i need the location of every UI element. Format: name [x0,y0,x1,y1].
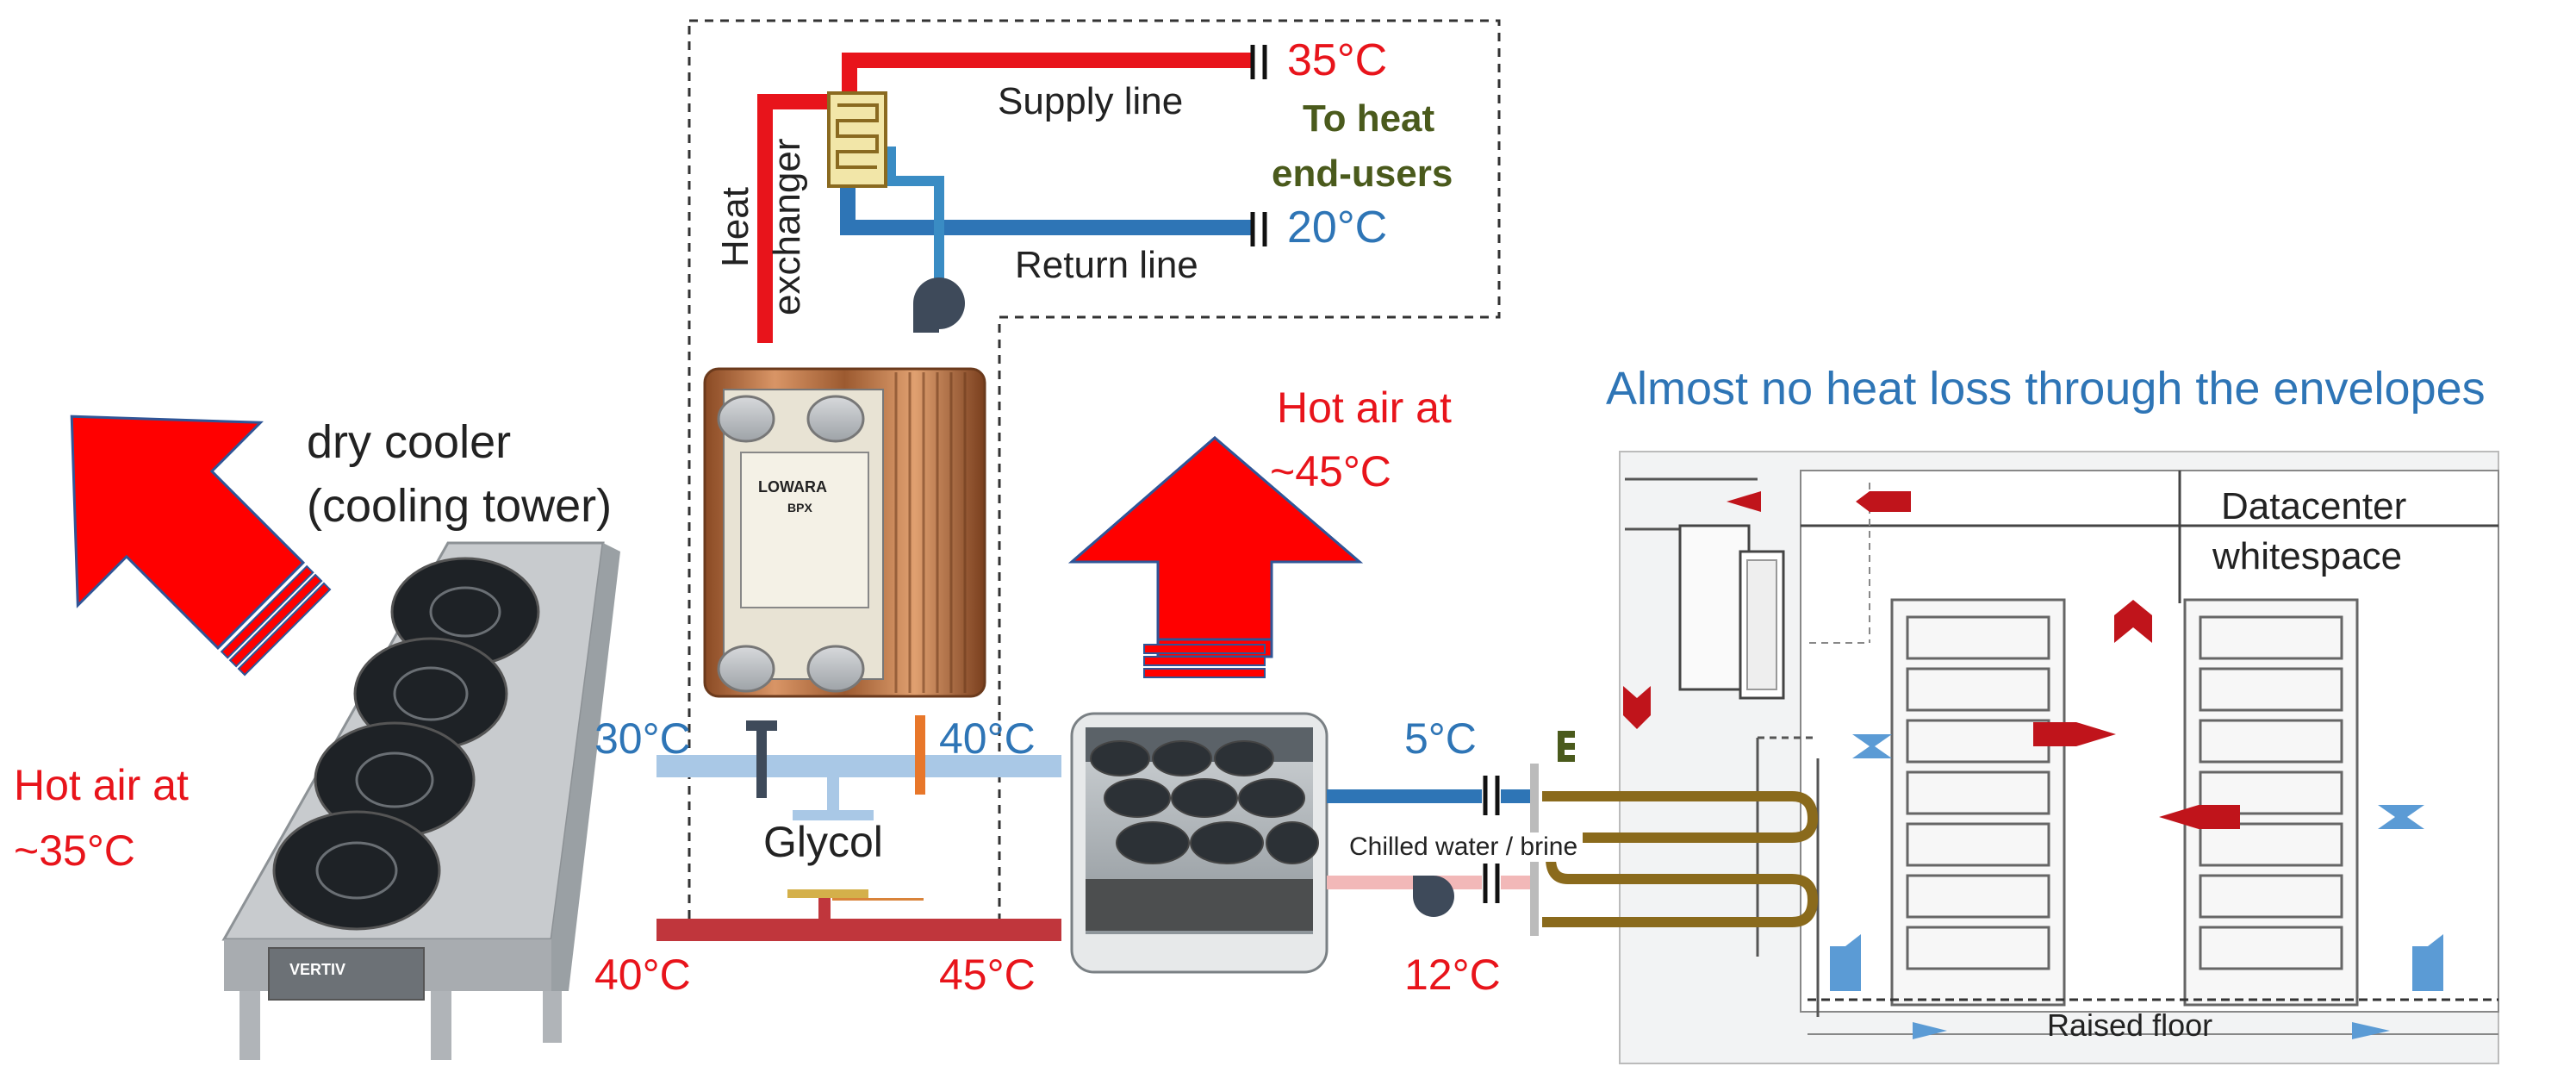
exchanger-label: exchanger [766,138,808,315]
datacenter-label-line2: whitespace [2212,535,2403,577]
chiller-unit [1070,712,1328,974]
plate-brand-label: LOWARA [758,478,827,496]
cooler-brand-label: VERTIV [289,961,346,978]
dry-cooler-label-line2: (cooling tower) [307,480,613,532]
glycol-hot-pipe [656,919,1061,941]
district-heating-loop [757,45,1267,343]
glycol-40-bottom-label: 40°C [594,951,691,999]
sensor-icon [915,715,925,795]
server-rack [1890,598,2066,1007]
glycol-45-label: 45°C [939,951,1036,999]
valve-icon [746,720,777,798]
hot-air-up-arrow [1067,436,1364,678]
glycol-cold-pipe [656,755,1061,777]
raised-floor-label: Raised floor [2047,1007,2213,1043]
chilled-pump-icon [1413,876,1454,917]
dry-cooler-unit [221,541,620,1060]
datacenter-floorplan [1530,451,2499,1064]
chilled-12-label: 12°C [1404,951,1501,999]
dry-cooler-label-line1: dry cooler [307,416,512,468]
to-heat-label: To heat [1303,97,1435,140]
return-pipe [840,147,1251,235]
hot-air-45-label-line2: ~45°C [1270,447,1391,496]
heat-label: Heat [714,187,756,267]
plate-heat-exchanger [703,367,986,698]
return-temp-label: 20°C [1287,203,1388,253]
datacenter-label-line1: Datacenter [2221,485,2407,527]
hot-air-45-label-line1: Hot air at [1277,383,1452,432]
glycol-loop [656,715,1061,941]
hot-air-35-label-line2: ~35°C [14,826,135,875]
end-users-label: end-users [1272,153,1453,195]
return-line-label: Return line [1015,244,1198,286]
glycol-label: Glycol [763,818,883,866]
heat-recovery-boundary [688,19,1501,926]
pump-icon [913,277,965,333]
server-rack [2183,598,2359,1007]
glycol-30-label: 30°C [594,714,691,763]
supply-temp-label: 35°C [1287,35,1388,85]
hot-air-diagonal-arrow [70,415,332,677]
airflow-arrows [1623,491,2443,1039]
chilled-5-label: 5°C [1404,714,1477,763]
hot-air-35-label-line1: Hot air at [14,761,189,809]
supply-line-label: Supply line [998,80,1184,122]
glycol-40-top-label: 40°C [939,714,1036,763]
envelope-note: Almost no heat loss through the envelope… [1606,363,2486,415]
chilled-water-label: Chilled water / brine [1344,832,1584,862]
plate-model-label: BPX [787,501,812,514]
chilled-water-loop [1327,776,1535,917]
